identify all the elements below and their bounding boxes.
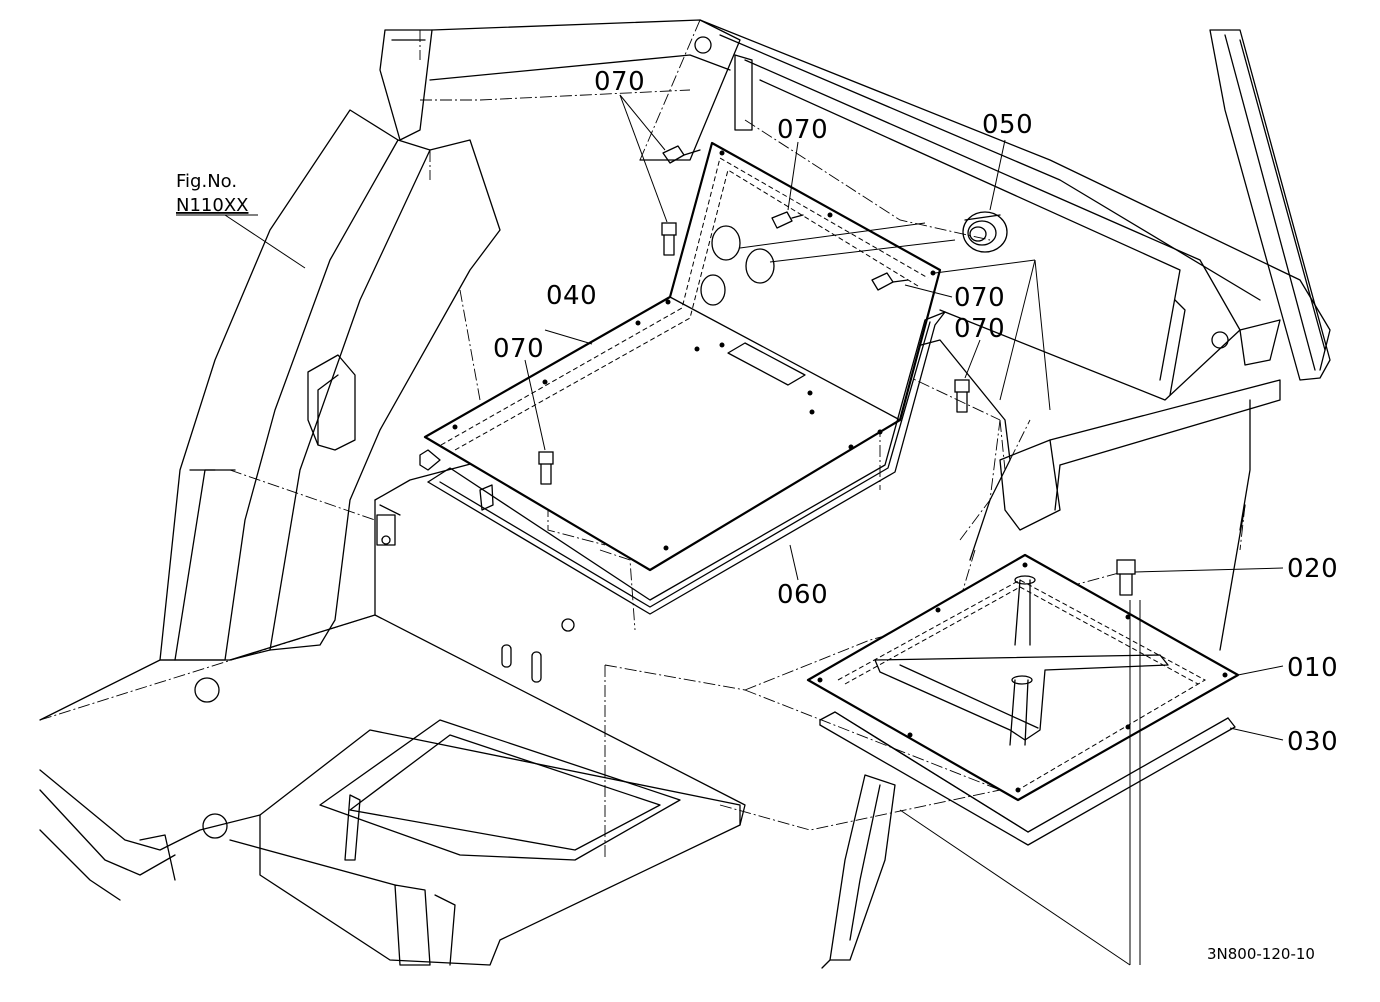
callout-010: 010 bbox=[1287, 653, 1338, 683]
callout-070-right-a: 070 bbox=[954, 283, 1005, 313]
callout-070-right-b: 070 bbox=[954, 314, 1005, 344]
callout-050: 050 bbox=[982, 110, 1033, 140]
figure-reference: Fig.No. N110XX bbox=[176, 171, 258, 216]
bolt-icon bbox=[662, 145, 701, 164]
bolt-icons bbox=[538, 145, 1136, 596]
drawing-number: 3N800-120-10 bbox=[1207, 945, 1315, 963]
fig-no-label: Fig.No. bbox=[176, 171, 237, 192]
part-010-plate bbox=[806, 553, 1240, 802]
bolt-icon bbox=[771, 211, 804, 229]
bolt-icon bbox=[954, 379, 970, 413]
part-060-seal bbox=[419, 311, 946, 615]
callout-060: 060 bbox=[777, 580, 828, 610]
part-050-grommet bbox=[962, 211, 1008, 253]
bolt-icon bbox=[538, 451, 554, 485]
callout-070-left: 070 bbox=[493, 334, 544, 364]
part-030-seal bbox=[819, 711, 1236, 846]
cab-frame bbox=[39, 19, 1331, 969]
bolt-icon bbox=[661, 222, 677, 256]
part-040-panel bbox=[423, 141, 942, 572]
bolt-icon bbox=[871, 272, 909, 291]
callout-040: 040 bbox=[546, 281, 597, 311]
callout-070-top: 070 bbox=[594, 67, 645, 97]
callout-020: 020 bbox=[1287, 554, 1338, 584]
callouts: 070 070 050 070 070 040 070 060 020 010 … bbox=[493, 67, 1338, 757]
leader-lines bbox=[224, 94, 1284, 966]
fig-no-value: N110XX bbox=[176, 195, 248, 216]
bolt-icon bbox=[1116, 559, 1136, 596]
callout-070-mid: 070 bbox=[777, 115, 828, 145]
callout-030: 030 bbox=[1287, 727, 1338, 757]
